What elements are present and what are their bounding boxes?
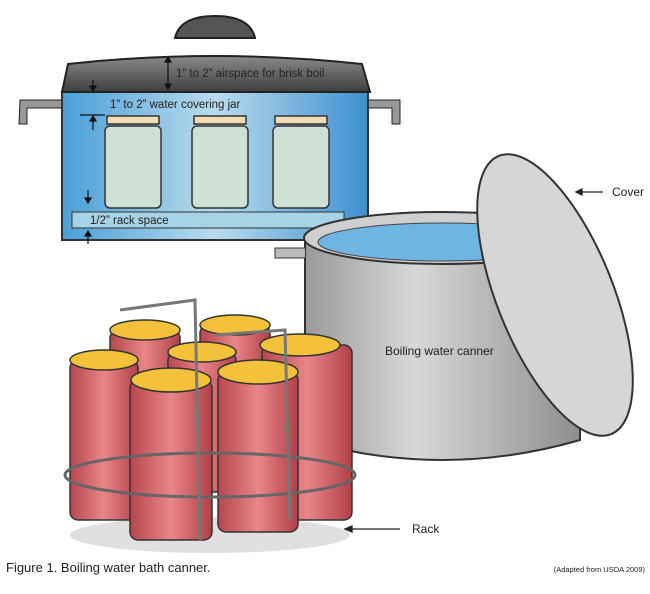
jars-in-rack: [63, 298, 357, 553]
left-handle: [18, 99, 63, 125]
airspace-label: 1” to 2” airspace for brisk boil: [176, 68, 324, 80]
right-handle: [367, 99, 401, 125]
canner-label: Boiling water canner: [385, 344, 494, 358]
rack-label: Rack: [412, 522, 440, 536]
boiling-water-canner: Boiling water canner: [274, 153, 634, 461]
cover-label: Cover: [612, 185, 644, 199]
jars: [104, 115, 330, 209]
rack-space-label: 1/2” rack space: [90, 215, 169, 227]
pot-lid: [60, 55, 372, 93]
source-note: (Adapted from USDA 2009): [554, 565, 646, 574]
lid-knob: [173, 14, 257, 39]
cross-section-pot: 1” to 2” airspace for brisk boil 1” to 2…: [18, 14, 401, 244]
water-cover-label: 1” to 2” water covering jar: [110, 99, 241, 111]
figure-caption: Figure 1. Boiling water bath canner.: [6, 560, 211, 575]
canner-cover: [476, 153, 634, 437]
